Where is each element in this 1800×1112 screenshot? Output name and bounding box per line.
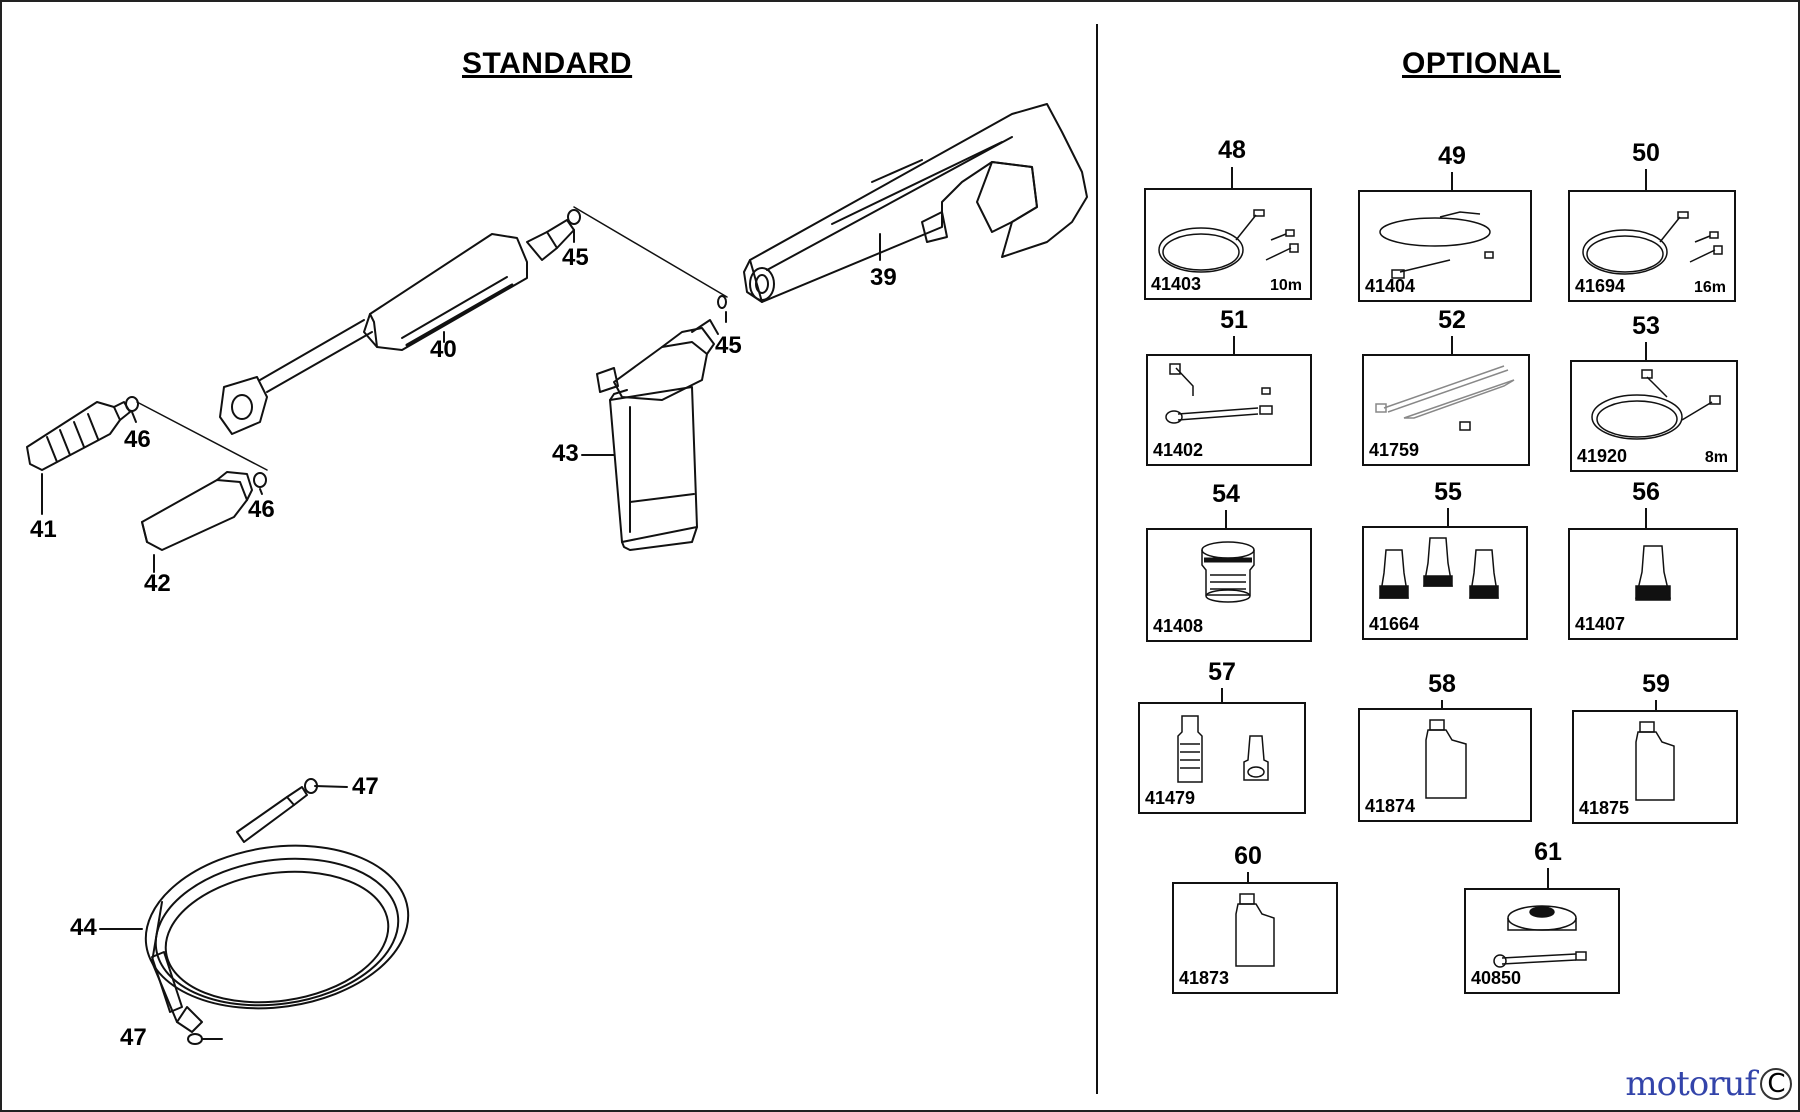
item-code: 40850 [1471, 968, 1522, 988]
leader-53 [1645, 342, 1647, 364]
patio-cleaner-icon [1493, 905, 1587, 968]
item-code: 41664 [1369, 614, 1420, 634]
rotary-nozzle-part [26, 396, 139, 515]
standard-heading: STANDARD [462, 47, 633, 80]
optional-item-48[interactable]: 41403 10m [1144, 188, 1312, 300]
leader-61 [1547, 868, 1549, 890]
copyright-icon: C [1760, 1068, 1792, 1100]
item-code: 41759 [1369, 440, 1420, 460]
optional-item-58[interactable]: 41874 [1358, 708, 1532, 822]
callout-43: 43 [552, 440, 579, 467]
single-nozzle-icon [1635, 545, 1671, 601]
leader-49 [1451, 172, 1453, 194]
pipe-cleaning-hose-icon [1375, 365, 1515, 431]
leader-48 [1231, 167, 1233, 189]
item-number-56: 56 [1632, 478, 1660, 506]
standard-parts-drawing [26, 103, 1088, 1045]
hose-part [144, 778, 410, 1045]
item-code: 41404 [1365, 276, 1416, 296]
optional-item-50[interactable]: 41694 16m [1568, 190, 1736, 302]
optional-item-57[interactable]: 41479 [1138, 702, 1306, 814]
foam-bottle-part [596, 319, 719, 551]
item-number-52: 52 [1438, 306, 1466, 334]
leader-55 [1447, 508, 1449, 530]
callout-47a: 47 [352, 773, 379, 800]
callout-45a: 45 [562, 244, 589, 271]
angled-lance-icon [1165, 363, 1273, 424]
optional-item-49[interactable]: 41404 [1358, 190, 1532, 302]
adjustable-nozzle-part [141, 471, 267, 573]
item-number-61: 61 [1534, 838, 1562, 866]
item-code: 41920 [1577, 446, 1628, 466]
item-code: 41694 [1575, 276, 1626, 296]
item-code: 41875 [1579, 798, 1630, 818]
leader-56 [1645, 508, 1647, 530]
optional-item-60[interactable]: 41873 [1172, 882, 1338, 994]
item-number-59: 59 [1642, 670, 1670, 698]
item-number-48: 48 [1218, 136, 1246, 164]
watermark-text: motoruf [1625, 1064, 1757, 1104]
item-length: 16m [1693, 279, 1726, 296]
hose-with-nozzles-icon [1158, 209, 1299, 273]
leader-51 [1233, 336, 1235, 358]
item-code: 41479 [1145, 788, 1196, 808]
item-number-55: 55 [1434, 478, 1462, 506]
leader-50 [1645, 169, 1647, 191]
section-divider [1096, 24, 1098, 1094]
item-number-54: 54 [1212, 480, 1240, 508]
callout-42: 42 [144, 570, 171, 597]
item-number-51: 51 [1220, 306, 1248, 334]
callout-41: 41 [30, 516, 57, 543]
detergent-bottle-icon [1425, 719, 1467, 799]
item-code: 41407 [1575, 614, 1626, 634]
optional-item-59[interactable]: 41875 [1572, 710, 1738, 824]
leader-52 [1451, 336, 1453, 358]
optional-item-52[interactable]: 41759 [1362, 354, 1530, 466]
optional-item-53[interactable]: 41920 8m [1570, 360, 1738, 472]
adapter-pair-icon [1177, 715, 1269, 783]
hose-with-nozzles-icon [1582, 211, 1723, 275]
callout-46a: 46 [124, 426, 151, 453]
item-code: 41402 [1153, 440, 1204, 460]
item-number-50: 50 [1632, 139, 1660, 167]
callout-40: 40 [430, 336, 457, 363]
hose-coil-icon [1591, 369, 1721, 440]
item-code: 41874 [1365, 796, 1416, 816]
optional-item-51[interactable]: 41402 [1146, 354, 1312, 466]
item-code: 41403 [1151, 274, 1202, 294]
optional-item-55[interactable]: 41664 [1362, 526, 1528, 640]
spray-gun-part [743, 103, 1088, 303]
threaded-adapter-icon [1201, 541, 1255, 603]
item-length: 10m [1269, 277, 1302, 294]
o-ring-45a [567, 209, 581, 225]
nozzle-set-icon [1379, 537, 1499, 599]
detergent-bottle-icon [1635, 721, 1675, 801]
optional-item-61[interactable]: 40850 [1464, 888, 1620, 994]
item-code: 41873 [1179, 968, 1230, 988]
item-length: 8m [1704, 449, 1728, 466]
optional-item-54[interactable]: 41408 [1146, 528, 1312, 642]
optional-heading: OPTIONAL [1402, 47, 1561, 80]
leader-57 [1221, 688, 1223, 710]
item-number-60: 60 [1234, 842, 1262, 870]
item-number-53: 53 [1632, 312, 1660, 340]
detergent-bottle-icon [1235, 893, 1275, 967]
lance-part [219, 219, 575, 435]
callout-47b: 47 [120, 1024, 147, 1051]
item-code: 41408 [1153, 616, 1204, 636]
motoruf-logo: motoruf C [1625, 1064, 1792, 1104]
optional-item-56[interactable]: 41407 [1568, 528, 1738, 640]
item-number-49: 49 [1438, 142, 1466, 170]
callout-46b: 46 [248, 496, 275, 523]
callout-39: 39 [870, 264, 897, 291]
item-number-58: 58 [1428, 670, 1456, 698]
callout-44: 44 [70, 914, 97, 941]
item-number-57: 57 [1208, 658, 1236, 686]
leader-54 [1225, 510, 1227, 532]
o-ring-45b [717, 295, 727, 309]
callout-45b: 45 [715, 332, 742, 359]
extension-hose-icon [1379, 211, 1494, 279]
